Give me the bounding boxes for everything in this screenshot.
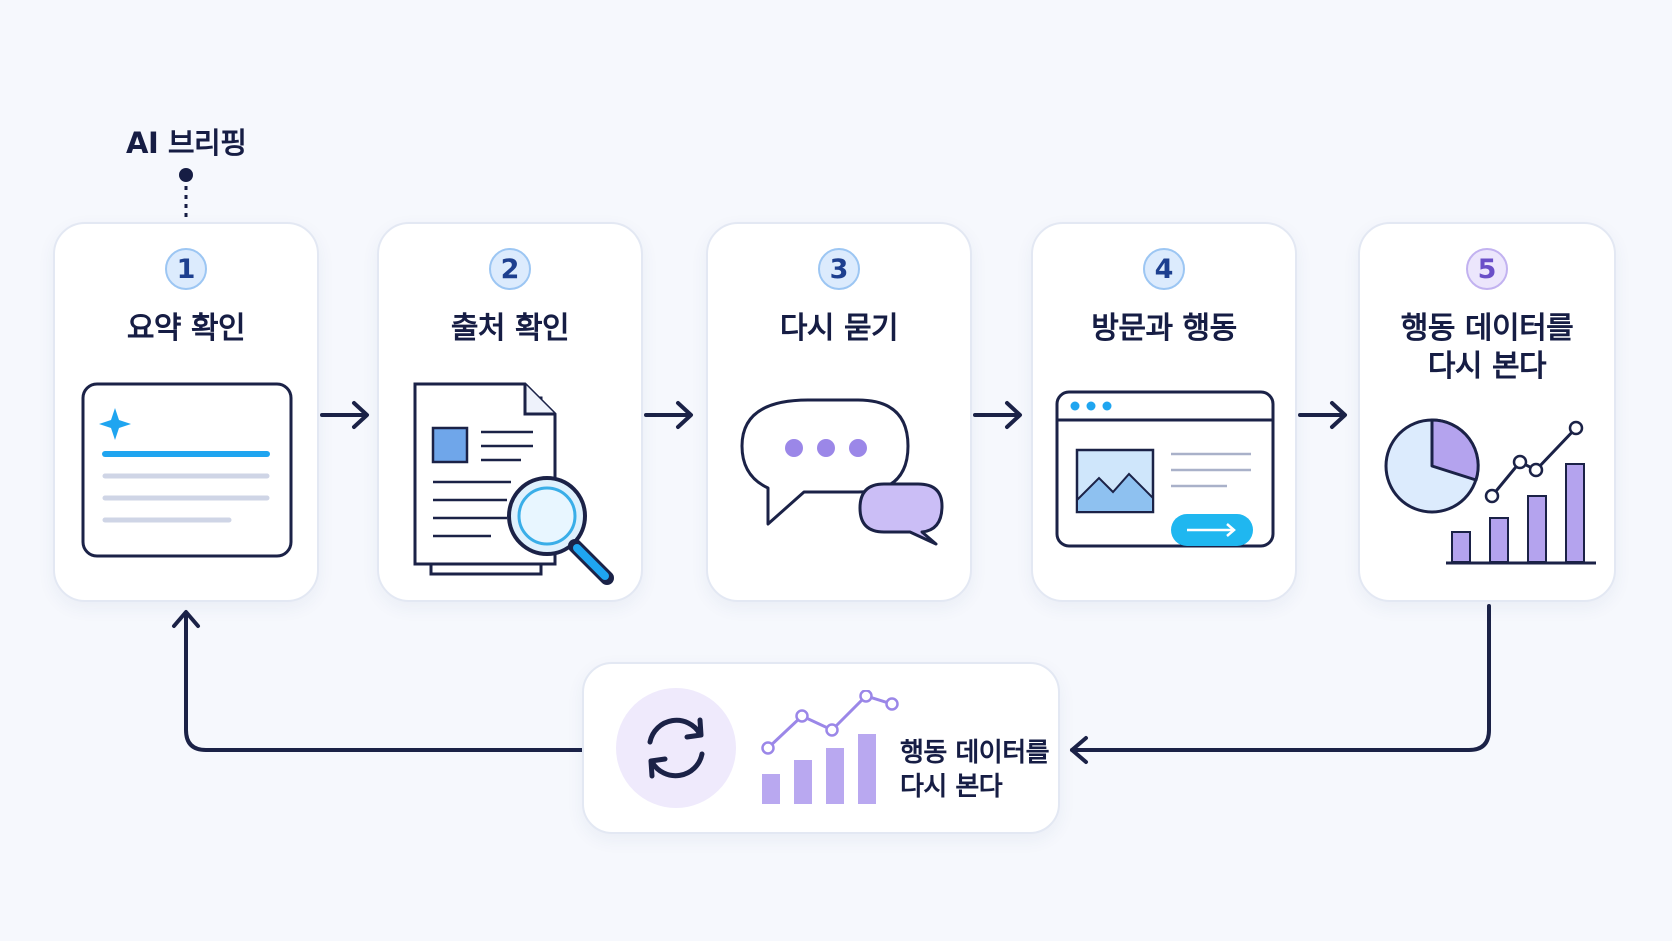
step-title-4: 방문과 행동 [1091,311,1237,346]
document-magnifier-icon [413,382,614,585]
step-badge-3: 3 [818,248,860,290]
chat-bubbles-icon [740,398,944,546]
step-card-source: 2 출처 확인 [377,222,643,602]
trend-chart-icon [761,690,899,804]
summary-card-illustration [81,382,293,558]
briefing-label: AI 브리핑 [126,126,247,160]
loop-arrow-into-card1 [172,610,200,628]
step-card-review-data: 5 행동 데이터를 다시 본다 [1358,222,1616,602]
pie-bar-chart-icon [1384,418,1596,565]
arrow-1-2 [320,401,369,429]
arrow-4-5 [1298,401,1347,429]
sparkle-icon [99,408,131,440]
refresh-icon-background [616,688,736,808]
step-card-visit-action: 4 방문과 행동 [1031,222,1297,602]
step-badge-4: 4 [1143,248,1185,290]
feedback-loop-box: 행동 데이터를 다시 본다 [582,662,1060,834]
loop-line-right [1070,604,1491,752]
arrow-2-3 [644,401,693,429]
step-badge-1: 1 [165,248,207,290]
briefing-dot [179,168,193,182]
step-card-summary: 1 요약 확인 [53,222,319,602]
step-title-1: 요약 확인 [126,311,246,346]
step-card-ask-again: 3 다시 묻기 [706,222,972,602]
step-title-3: 다시 묻기 [779,311,899,346]
browser-window-icon [1055,390,1275,548]
step-badge-5: 5 [1466,248,1508,290]
loop-arrow-into-feedback [1070,736,1088,764]
refresh-icon [647,717,705,779]
loop-line-left [184,612,584,752]
step-badge-2: 2 [489,248,531,290]
arrow-3-4 [973,401,1022,429]
feedback-label: 행동 데이터를 다시 본다 [900,738,1050,802]
step-title-2: 출처 확인 [450,311,570,346]
step-title-5: 행동 데이터를 다시 본다 [1400,311,1574,384]
